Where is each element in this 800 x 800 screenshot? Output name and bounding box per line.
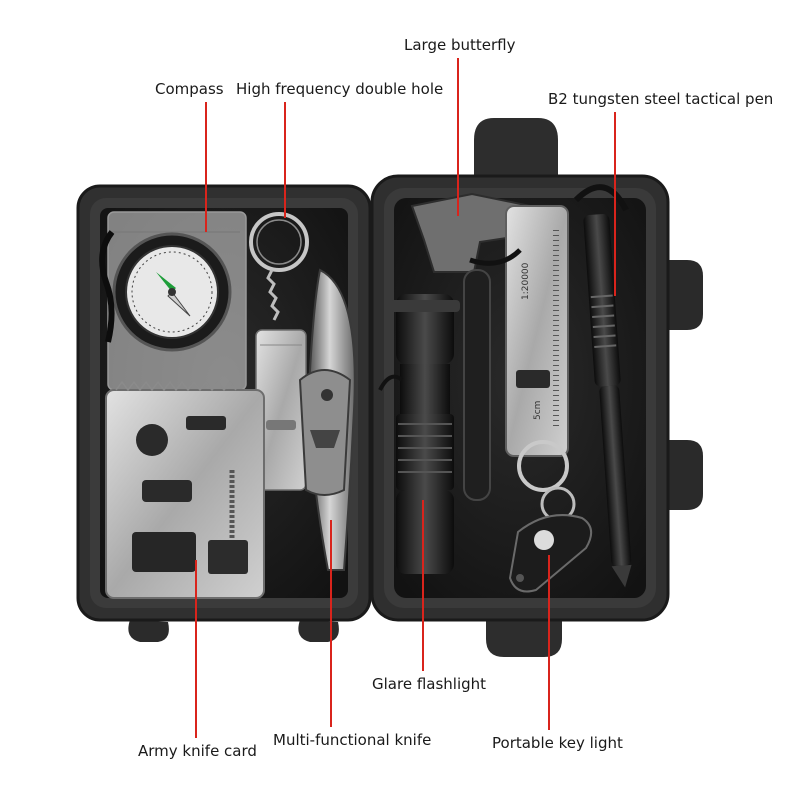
label-whistle: High frequency double hole — [236, 80, 444, 98]
ruler-scale: 5cm — [533, 401, 543, 420]
ruler-reading: 1:20000 — [521, 262, 531, 300]
label-multi-functional-knife: Multi-functional knife — [273, 731, 432, 749]
portable-key-light-item — [508, 486, 593, 593]
case-latch-top — [474, 118, 558, 180]
label-glare-flashlight: Glare flashlight — [372, 675, 487, 693]
large-butterfly-item: 1:20000 5cm — [410, 192, 569, 501]
multi-functional-knife-item — [298, 268, 356, 571]
compass-item — [99, 211, 247, 391]
label-portable-key-light: Portable key light — [492, 734, 623, 752]
tactical-pen-item — [573, 184, 632, 588]
case-left-hinge-lug — [128, 620, 169, 642]
label-tactical-pen: B2 tungsten steel tactical pen — [548, 90, 774, 108]
glare-flashlight-item — [378, 294, 460, 574]
case-latch-bottom — [486, 615, 562, 657]
label-compass: Compass — [155, 80, 224, 98]
label-army-knife-card: Army knife card — [138, 742, 257, 760]
label-butterfly: Large butterfly — [404, 36, 516, 54]
army-knife-card-item — [105, 380, 265, 599]
case-left-hinge-lug — [298, 620, 339, 642]
leader-lines — [195, 58, 616, 738]
